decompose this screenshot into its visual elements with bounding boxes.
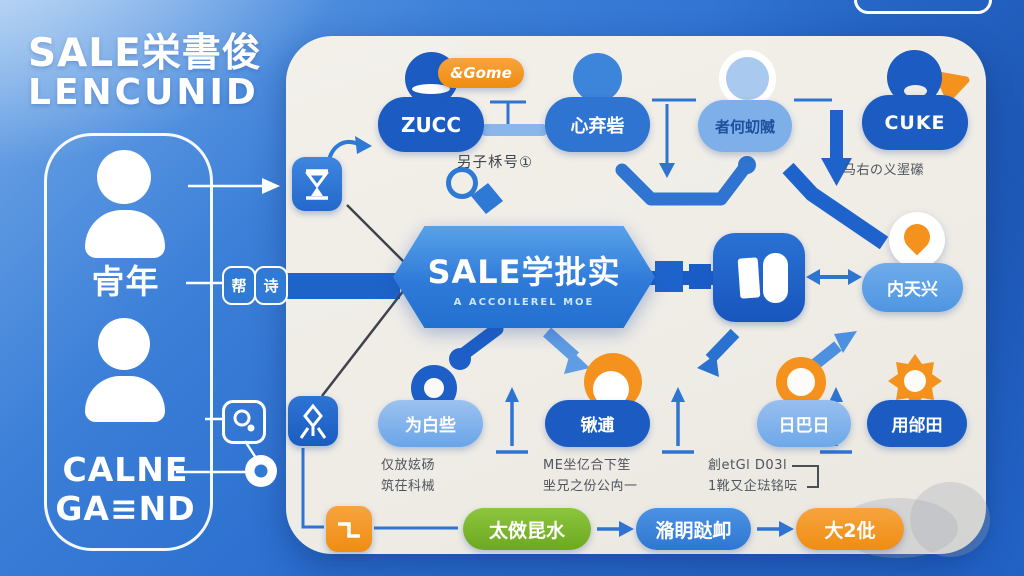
scan-icon xyxy=(222,400,266,444)
node-person-1: ZUCC xyxy=(378,97,484,152)
node-person-4: CUKE xyxy=(862,95,968,150)
sidebar-member2-label-line2: GA≡ND xyxy=(55,489,196,528)
location-pin-icon xyxy=(898,218,936,256)
poster-title-line1: SALE栄書俊 xyxy=(28,31,262,76)
person-mouth xyxy=(904,85,927,97)
book-cylinder xyxy=(763,253,788,303)
node-bottom-3-caption2: 1靴又企琺铭呍 xyxy=(708,479,798,494)
gome-badge: &Gome xyxy=(438,58,524,88)
step-icon-glyph xyxy=(338,522,360,538)
hourglass-icon-glyph xyxy=(305,169,329,200)
flow-step-1-label: 太傚昆水 xyxy=(488,519,565,542)
node-bottom-1-caption1: 仅放妶砀 xyxy=(381,458,436,473)
center-subtitle: A ACCOILEREL MOE xyxy=(453,296,595,308)
sidebar-arrowhead xyxy=(262,178,280,194)
sidebar-team-card xyxy=(44,133,213,551)
badge-1-label: 帮 xyxy=(231,277,247,295)
branch-icon-glyph xyxy=(299,403,327,439)
person-icon xyxy=(85,376,165,422)
node-bottom-2-label: 锹逋 xyxy=(580,416,615,436)
right-pill-label: 内天兴 xyxy=(887,280,938,300)
node-bottom-2-caption1: ME坐亿合下笙 xyxy=(543,458,631,473)
node-bottom-2: 锹逋 xyxy=(545,400,650,447)
flow-step-3: 大2仳 xyxy=(796,508,904,550)
book-page xyxy=(737,257,761,299)
node-bottom-4: 用邰田 xyxy=(867,400,967,447)
node-bottom-3: 日巴日 xyxy=(757,400,851,447)
person-icon xyxy=(85,210,165,258)
person-icon xyxy=(97,150,151,204)
pin-circle xyxy=(889,212,945,268)
badge-2: 诗 xyxy=(254,266,288,305)
person-head-icon xyxy=(726,57,769,100)
node-person-3: 者何虭隇 xyxy=(698,100,792,152)
center-hexagon-node: SALE学批实 A ACCOILEREL MOE xyxy=(393,226,655,328)
node-person-2-label: 心弃砦 xyxy=(570,115,625,137)
node-person-4-caption: 马右の义埿礯 xyxy=(843,163,925,178)
center-title: SALE学批实 xyxy=(427,252,621,291)
right-pill-node: 内天兴 xyxy=(862,263,963,312)
branch-icon xyxy=(288,396,338,446)
flow-step-3-label: 大2仳 xyxy=(824,519,876,542)
gome-badge-label: &Gome xyxy=(450,64,512,82)
sidebar-member1-label: 肻年 xyxy=(91,262,160,301)
step-icon xyxy=(326,506,372,552)
scan-icon-glyph xyxy=(233,409,255,432)
book-icon-node xyxy=(713,233,805,322)
person-head-icon xyxy=(573,53,622,102)
node-bottom-1-caption2: 筑茌科械 xyxy=(381,479,436,494)
node-person-2: 心弃砦 xyxy=(545,97,650,152)
cloud-shape xyxy=(910,482,990,557)
node-bottom-3-caption1: 創etGl D03l xyxy=(708,458,788,473)
top-caption: 另子柇号① xyxy=(457,155,533,171)
top-edge-pill xyxy=(854,0,992,14)
sidebar-member2-label-line1: CALNE xyxy=(62,450,189,489)
badge-1: 帮 xyxy=(222,266,256,305)
node-bottom-1-label: 为白些 xyxy=(405,416,456,436)
person-hat-brim xyxy=(412,84,450,94)
node-bottom-1: 为白些 xyxy=(378,400,483,447)
node-bottom-3-label: 日巴日 xyxy=(778,416,830,436)
dot-node xyxy=(245,455,277,487)
flow-step-1: 太傚昆水 xyxy=(463,508,591,550)
node-person-1-label: ZUCC xyxy=(400,112,462,137)
node-person-3-label: 者何虭隇 xyxy=(714,117,775,136)
node-bottom-4-label: 用邰田 xyxy=(891,416,943,436)
hourglass-icon xyxy=(292,157,342,211)
person-icon xyxy=(98,318,150,370)
flow-step-2: 潃眀跶卹 xyxy=(636,508,751,550)
poster-title-line2: LENCUNID xyxy=(28,72,259,113)
node-person-4-label: CUKE xyxy=(884,111,946,134)
badge-2-label: 诗 xyxy=(263,277,279,295)
node-bottom-2-caption2: 㘴兄之份公禸一 xyxy=(543,479,638,494)
dot-node-center xyxy=(254,464,268,478)
flow-step-2-label: 潃眀跶卹 xyxy=(655,519,732,542)
